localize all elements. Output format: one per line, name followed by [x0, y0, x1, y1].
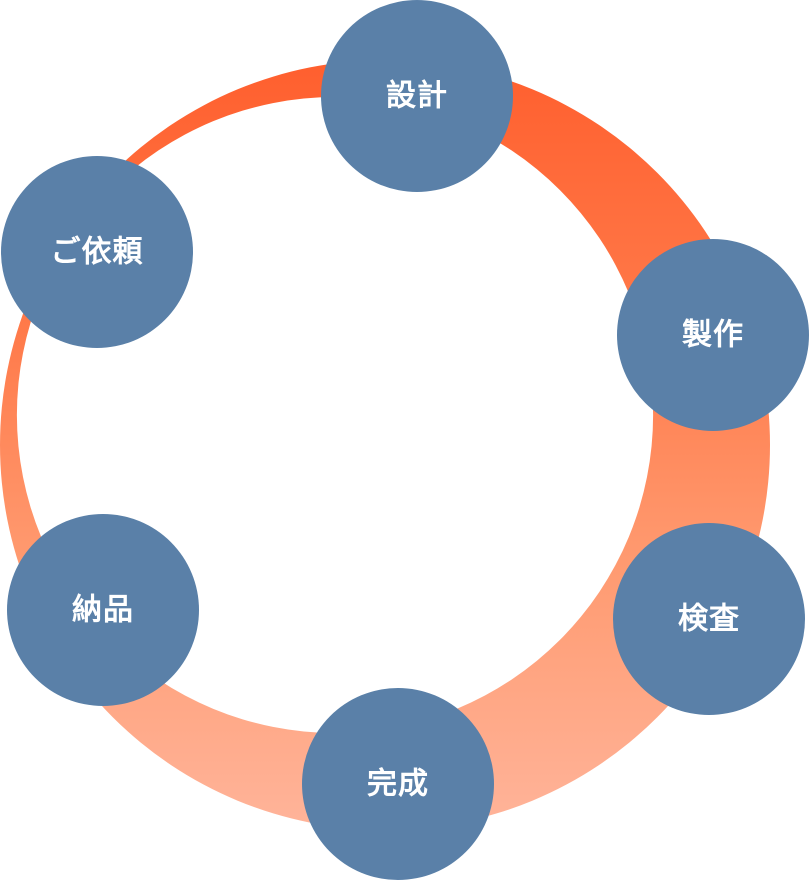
step-circle: [613, 523, 805, 715]
step-node-design: 設計: [321, 0, 513, 192]
step-circle: [302, 688, 494, 880]
step-circle: [7, 514, 199, 706]
cycle-ring: [0, 60, 770, 830]
step-label-delivery: 納品: [72, 593, 134, 628]
step-node-delivery: 納品: [7, 514, 199, 706]
step-node-completion: 完成: [302, 688, 494, 880]
step-label-design: 設計: [386, 79, 448, 114]
step-label-inspection: 検査: [678, 602, 740, 637]
step-circle: [321, 0, 513, 192]
step-circle: [617, 239, 809, 431]
step-label-production: 製作: [682, 318, 744, 353]
step-node-production: 製作: [617, 239, 809, 431]
step-circle: [1, 156, 193, 348]
step-label-request: ご依頼: [51, 235, 144, 270]
step-node-inspection: 検査: [613, 523, 805, 715]
step-label-completion: 完成: [367, 767, 429, 802]
step-node-request: ご依頼: [1, 156, 193, 348]
